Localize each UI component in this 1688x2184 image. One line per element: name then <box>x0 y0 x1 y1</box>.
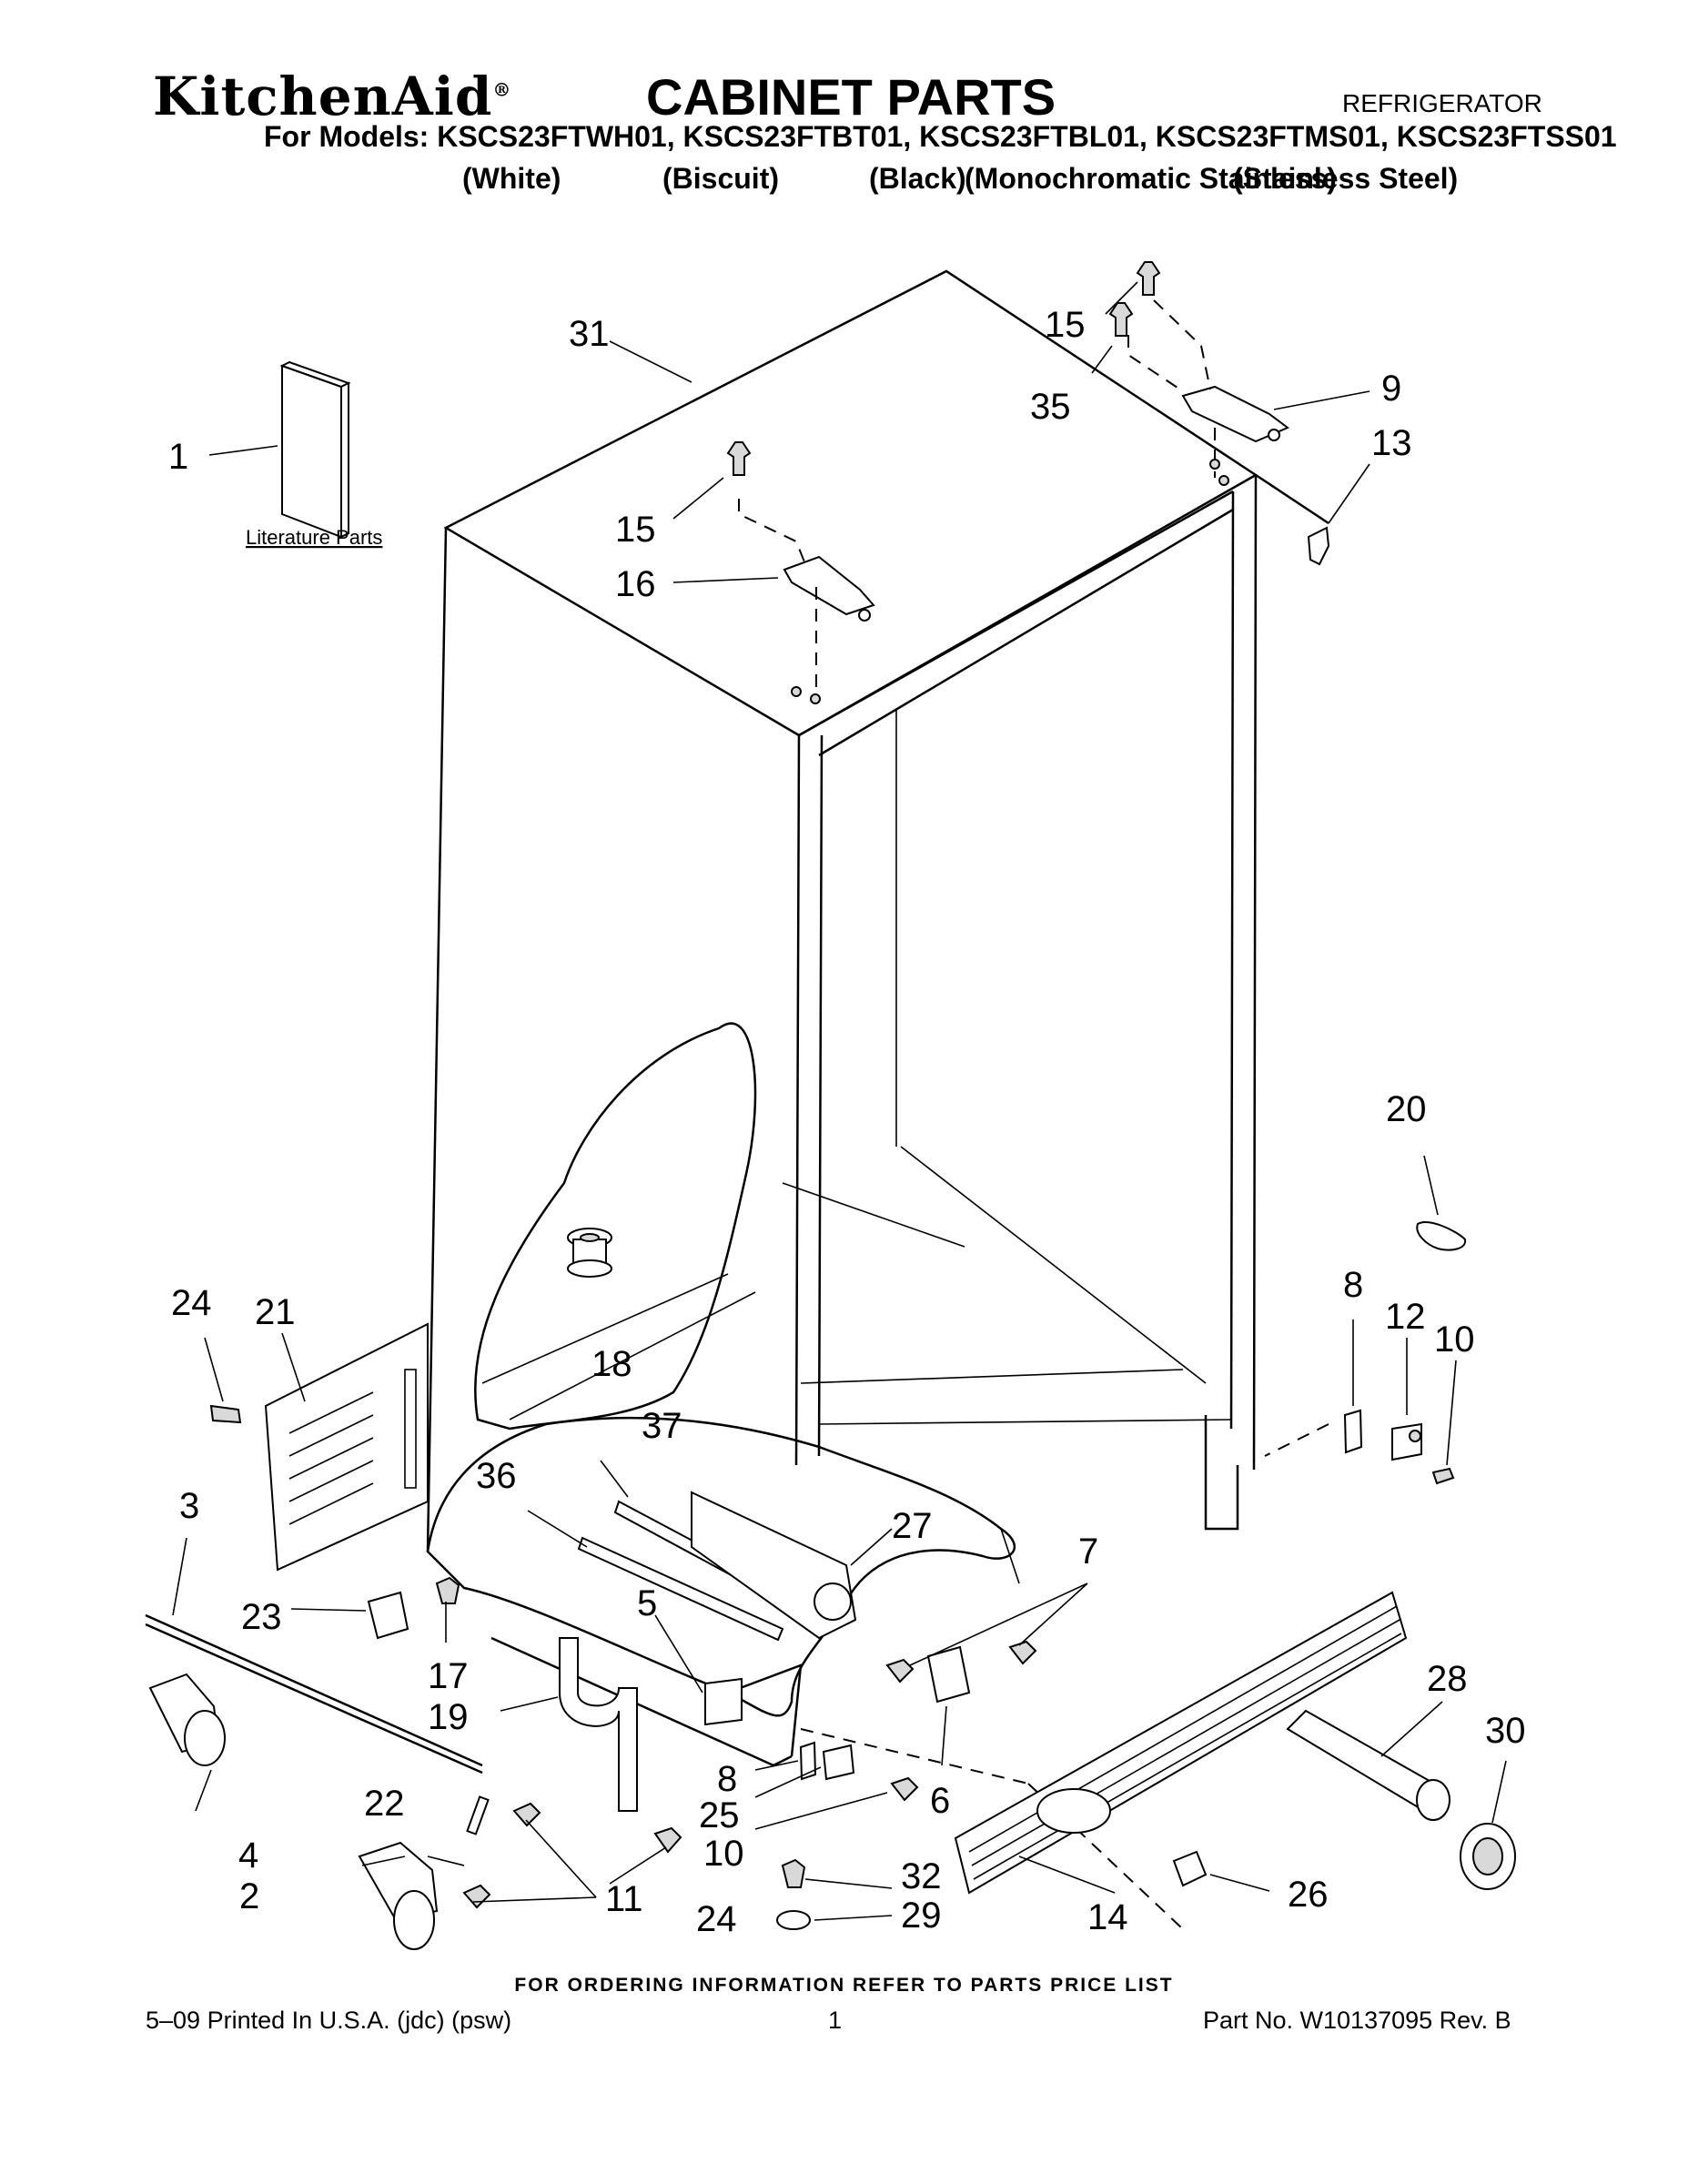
part-28-water-filter <box>1286 1709 1450 1821</box>
part-number: Part No. W10137095 Rev. B <box>1203 2007 1511 2034</box>
callout-13: 13 <box>1371 423 1412 463</box>
callout-2: 2 <box>239 1876 259 1916</box>
brand-logo: KitchenAid® <box>153 66 512 127</box>
part-24-lower-screw <box>653 1826 682 1854</box>
callout-10-upper: 10 <box>1434 1320 1475 1360</box>
cabinet-shell <box>426 269 1329 1552</box>
callout-26: 26 <box>1288 1875 1329 1915</box>
part-3-rod <box>145 1613 483 1767</box>
callout-1: 1 <box>168 437 188 477</box>
part-7-screw-b <box>1008 1640 1037 1665</box>
color-monochromatic-stainless: (Monochromatic Stainless) <box>965 162 1337 195</box>
appliance-category: REFRIGERATOR <box>1342 89 1542 117</box>
callout-24-upper: 24 <box>171 1283 212 1323</box>
part-25-leveler <box>822 1744 855 1781</box>
part-8-lower-bracket <box>799 1741 817 1781</box>
upper-hinge-center <box>726 441 875 704</box>
callout-23: 23 <box>241 1597 282 1637</box>
callout-19: 19 <box>428 1697 469 1737</box>
leveling-bracket-right <box>1264 1409 1455 1485</box>
part-18-grommet <box>567 1228 612 1278</box>
registered-mark: ® <box>492 78 512 101</box>
part-32-screw <box>781 1858 806 1888</box>
part-29-washer <box>776 1910 811 1930</box>
part-30-filter-cap <box>1460 1823 1516 1890</box>
page-title: CABINET PARTS <box>646 68 1056 126</box>
callout-9: 9 <box>1381 369 1401 409</box>
callout-12: 12 <box>1385 1297 1426 1337</box>
callout-24-lower: 24 <box>696 1899 737 1939</box>
color-black: (Black) <box>869 162 966 195</box>
print-info: 5–09 Printed In U.S.A. (jdc) (psw) <box>146 2007 512 2034</box>
callout-6: 6 <box>930 1781 950 1821</box>
callout-8-upper: 8 <box>1343 1265 1363 1305</box>
callout-7: 7 <box>1078 1532 1098 1572</box>
color-biscuit: (Biscuit) <box>662 162 779 195</box>
upper-hinge-right <box>1108 261 1289 486</box>
part-7-screw-a <box>885 1658 915 1684</box>
part-10-lower-screw <box>890 1776 919 1802</box>
color-stainless-steel: (Stainless Steel) <box>1233 162 1459 195</box>
callout-8-lower: 8 <box>717 1759 737 1799</box>
callout-15-upper: 15 <box>1045 305 1086 345</box>
color-white: (White) <box>462 162 561 195</box>
callout-37: 37 <box>642 1406 682 1446</box>
part-21-access-panel <box>209 1322 429 1572</box>
page-number: 1 <box>828 2007 843 2034</box>
callout-35: 35 <box>1030 387 1071 427</box>
leader-lines <box>172 281 1507 1921</box>
callout-36: 36 <box>476 1456 517 1496</box>
callout-29: 29 <box>901 1896 942 1936</box>
part-26-clip <box>1172 1850 1208 1887</box>
part-4-front-roller <box>148 1673 226 1766</box>
part-6-bracket <box>926 1645 971 1704</box>
models-line: For Models: KSCS23FTWH01, KSCS23FTBT01, … <box>264 120 1617 153</box>
callout-18: 18 <box>591 1344 632 1384</box>
callout-28: 28 <box>1427 1659 1468 1699</box>
callout-11: 11 <box>605 1879 643 1919</box>
callout-14: 14 <box>1087 1897 1128 1937</box>
callout-25: 25 <box>699 1795 740 1835</box>
callout-4: 4 <box>238 1835 258 1876</box>
callout-3: 3 <box>179 1486 199 1526</box>
part-17-screw <box>435 1576 460 1604</box>
part-13-plug <box>1307 526 1330 566</box>
water-valve-assembly <box>577 1491 857 1642</box>
literature-booklet <box>279 360 351 539</box>
callout-22: 22 <box>364 1784 405 1824</box>
callout-30: 30 <box>1485 1711 1526 1751</box>
part-5-block <box>704 1677 743 1726</box>
callout-20: 20 <box>1386 1089 1427 1129</box>
part-23-clip <box>367 1591 409 1640</box>
callout-16: 16 <box>615 564 656 604</box>
part-20-clip <box>1416 1221 1467 1251</box>
callout-31: 31 <box>569 314 610 354</box>
callout-21: 21 <box>255 1292 296 1332</box>
part-14-base-grille <box>954 1591 1408 1895</box>
cutaway-upper <box>474 1022 757 1431</box>
literature-parts-label: Literature Parts <box>246 526 382 549</box>
callout-5: 5 <box>637 1583 657 1623</box>
ordering-note: FOR ORDERING INFORMATION REFER TO PARTS … <box>514 1975 1174 1996</box>
callout-17: 17 <box>428 1656 469 1696</box>
callout-27: 27 <box>892 1506 933 1546</box>
callout-15-center: 15 <box>615 510 656 550</box>
callout-32: 32 <box>901 1856 942 1896</box>
callout-10-lower: 10 <box>703 1834 744 1874</box>
part-19-drain-tube <box>559 1637 638 1812</box>
